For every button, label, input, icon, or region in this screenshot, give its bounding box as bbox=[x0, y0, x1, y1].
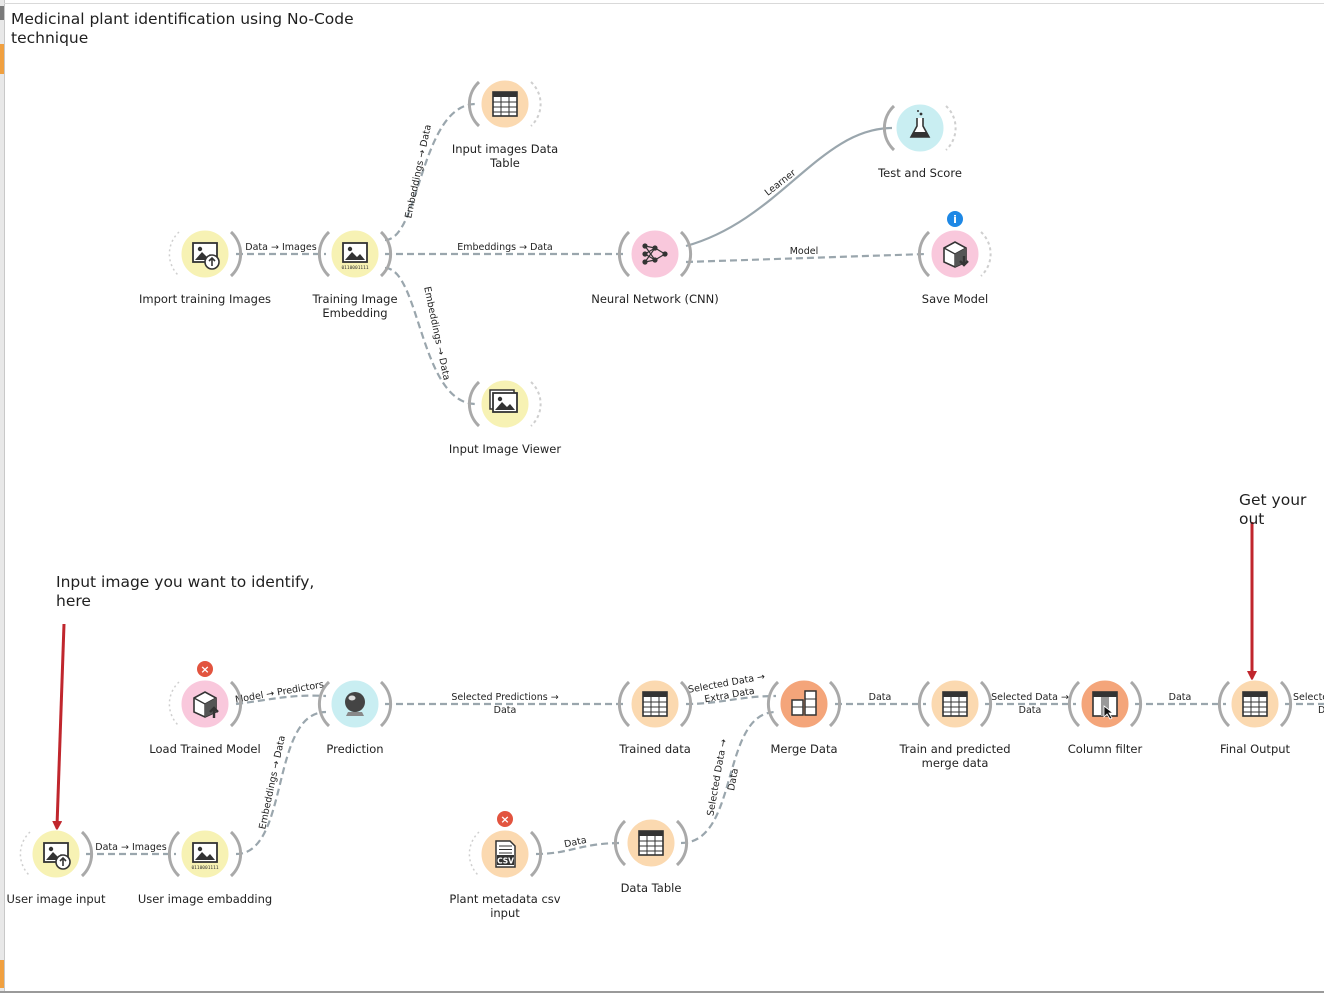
output-hint-annotation: Get your out bbox=[1239, 491, 1312, 528]
table-icon bbox=[1242, 691, 1268, 717]
node-label-user-image-input: User image input bbox=[6, 892, 106, 906]
save-model-icon bbox=[943, 241, 969, 268]
left-sidebar-strip bbox=[0, 0, 5, 993]
csv-file-icon: CSV bbox=[495, 840, 516, 868]
link-nn-to-test bbox=[685, 126, 893, 248]
svg-text:0110001111: 0110001111 bbox=[191, 865, 218, 871]
node-label-data-table: Data Table bbox=[620, 881, 682, 895]
workflow-title-annotation: Medicinal plant identification using No-… bbox=[11, 10, 354, 47]
node-test-score[interactable] bbox=[882, 103, 957, 153]
node-label-neural-network: Neural Network (CNN) bbox=[591, 292, 719, 306]
node-label-user-image-embedding: User image embadding bbox=[137, 892, 273, 906]
node-label-plant-metadata-csv: Plant metadata csv input bbox=[449, 892, 561, 920]
sidebar-marker bbox=[0, 960, 4, 988]
image-embedding-icon: 0110001111 bbox=[341, 242, 369, 271]
image-embedding-icon: 0110001111 bbox=[191, 842, 219, 871]
link-label: Selected Data → bbox=[991, 692, 1069, 703]
link-label: Data bbox=[563, 835, 587, 850]
link-embedding-to-viewer bbox=[384, 266, 477, 406]
node-user-image-embedding[interactable]: 0110001111 bbox=[167, 829, 243, 879]
link-label: Model bbox=[790, 246, 819, 257]
node-label-training-embedding: Training Image Embedding bbox=[312, 292, 398, 320]
node-trained-data[interactable] bbox=[617, 679, 693, 729]
link-embedding-to-datatable bbox=[384, 102, 477, 242]
node-prediction[interactable] bbox=[317, 679, 393, 729]
svg-text:i: i bbox=[953, 213, 957, 226]
link-label: Data → Images bbox=[95, 842, 166, 853]
sidebar-marker bbox=[0, 44, 4, 74]
link-label: Selecte bbox=[1293, 692, 1324, 703]
node-import-training[interactable] bbox=[168, 229, 243, 279]
svg-text:CSV: CSV bbox=[497, 857, 514, 866]
node-label-test-score: Test and Score bbox=[878, 166, 962, 180]
table-icon bbox=[942, 691, 968, 717]
canvas-top-border bbox=[4, 3, 1324, 4]
table-icon bbox=[638, 830, 664, 856]
link-label: Selected Predictions → bbox=[451, 692, 558, 703]
node-label-save-model: Save Model bbox=[921, 292, 989, 306]
info-badge-icon[interactable]: i bbox=[947, 211, 963, 227]
node-load-trained-model[interactable] bbox=[168, 679, 243, 729]
svg-text:×: × bbox=[500, 813, 509, 826]
error-badge-icon[interactable]: × bbox=[197, 661, 213, 677]
link-label: D bbox=[1318, 705, 1324, 716]
link-label: Data bbox=[869, 692, 892, 703]
error-badge-icon[interactable]: × bbox=[497, 811, 513, 827]
sidebar-marker bbox=[0, 6, 4, 20]
image-upload-icon bbox=[43, 842, 71, 870]
image-viewer-icon bbox=[489, 389, 518, 413]
link-label: Data bbox=[494, 705, 517, 716]
node-column-filter[interactable] bbox=[1067, 679, 1143, 729]
table-icon bbox=[492, 91, 518, 117]
link-label: Data bbox=[1169, 692, 1192, 703]
node-label-input-data-table: Input images Data Table bbox=[451, 142, 559, 170]
link-label: Data bbox=[1019, 705, 1042, 716]
node-label-trained-data: Trained data bbox=[619, 742, 691, 756]
node-training-embedding[interactable]: 0110001111 bbox=[317, 229, 393, 279]
node-plant-metadata-csv[interactable]: CSV bbox=[468, 829, 543, 879]
flask-icon bbox=[909, 110, 931, 138]
link-label: Data → Images bbox=[245, 242, 316, 253]
node-label-prediction: Prediction bbox=[326, 742, 384, 756]
link-label: Embeddings → Data bbox=[403, 124, 434, 220]
node-neural-network[interactable] bbox=[617, 229, 693, 279]
node-input-data-table[interactable] bbox=[467, 79, 542, 129]
node-merge-data[interactable] bbox=[766, 679, 842, 729]
neural-network-icon bbox=[642, 243, 668, 265]
node-label-train-predicted-merge: Train and predicted merge data bbox=[899, 742, 1011, 770]
node-data-table[interactable] bbox=[613, 818, 689, 868]
node-final-output[interactable] bbox=[1217, 679, 1293, 729]
image-upload-icon bbox=[192, 242, 220, 270]
svg-text:×: × bbox=[200, 663, 209, 676]
link-label: Embeddings → Data bbox=[457, 242, 553, 253]
node-label-column-filter: Column filter bbox=[1067, 742, 1143, 756]
merge-icon bbox=[791, 690, 817, 716]
link-nn-to-save bbox=[685, 252, 927, 264]
link-label: Model → Predictors bbox=[234, 679, 325, 705]
link-load-to-prediction bbox=[235, 694, 327, 706]
link-label: Data bbox=[726, 767, 741, 791]
link-trained-to-merge bbox=[685, 694, 777, 706]
node-label-final-output: Final Output bbox=[1219, 742, 1291, 756]
canvas-bottom-border bbox=[0, 991, 1324, 993]
crystal-ball-icon bbox=[345, 692, 365, 716]
node-input-image-viewer[interactable] bbox=[467, 379, 542, 429]
node-label-input-image-viewer: Input Image Viewer bbox=[448, 442, 562, 456]
node-label-merge-data: Merge Data bbox=[770, 742, 838, 756]
svg-text:0110001111: 0110001111 bbox=[341, 265, 368, 271]
link-datatable-to-merge bbox=[680, 710, 777, 845]
node-user-image-input[interactable] bbox=[19, 829, 94, 879]
link-embedding-to-prediction bbox=[235, 710, 327, 856]
table-icon bbox=[642, 691, 668, 717]
node-train-predicted-merge[interactable] bbox=[917, 679, 993, 729]
annotation-arrow bbox=[52, 623, 66, 831]
load-model-icon bbox=[193, 691, 219, 718]
node-save-model[interactable] bbox=[917, 229, 992, 279]
link-label: Learner bbox=[763, 167, 798, 198]
node-label-import-training: Import training Images bbox=[138, 292, 272, 306]
column-filter-icon bbox=[1092, 691, 1118, 720]
node-label-load-trained-model: Load Trained Model bbox=[149, 742, 261, 756]
input-hint-annotation: Input image you want to identify, here bbox=[56, 573, 315, 610]
